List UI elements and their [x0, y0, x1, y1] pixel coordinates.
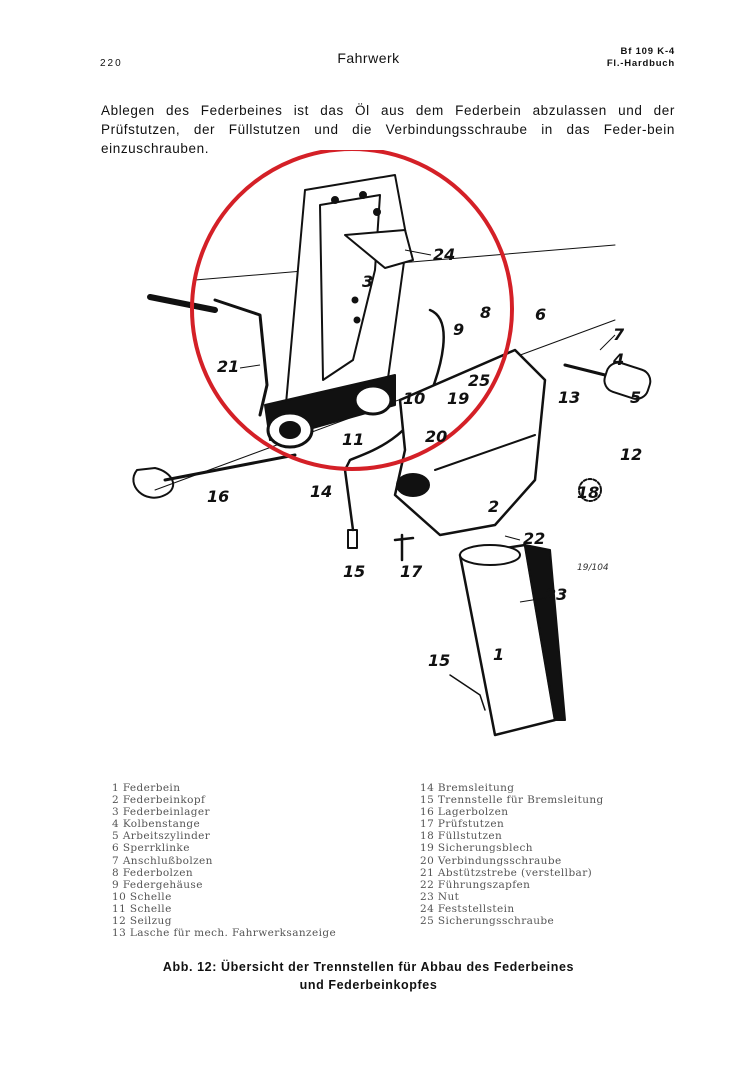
legend-item: 20 Verbindungsschraube: [420, 854, 562, 867]
figure-caption-line2: und Federbeinkopfes: [299, 978, 438, 992]
figure-caption: Abb. 12: Übersicht der Trennstellen für …: [0, 958, 737, 994]
lagerbolzen: [163, 453, 297, 482]
federbeinlager-inner: [319, 194, 381, 381]
callout-8: 8: [480, 303, 491, 322]
head-bore: [396, 473, 430, 497]
callout-18: 18: [577, 483, 599, 502]
legend-item: 22 Führungszapfen: [420, 878, 531, 891]
callout-25: 25: [468, 371, 490, 390]
callout-19: 19: [447, 389, 469, 408]
brake-connector-15: [347, 529, 358, 549]
figure-caption-line1: Abb. 12: Übersicht der Trennstellen für …: [162, 960, 575, 974]
callout-7: 7: [613, 325, 625, 344]
legend-right-column: 14 Bremsleitung 15 Trennstelle für Brems…: [420, 782, 680, 927]
callout-12: 12: [620, 445, 642, 464]
legend-item: 23 Nut: [420, 890, 460, 903]
callout-20: 20: [425, 427, 447, 446]
kolbenstange: [563, 363, 607, 377]
legend-item: 11 Schelle: [112, 902, 172, 915]
legend-item: 9 Federgehäuse: [112, 878, 203, 891]
callout-14: 14: [310, 482, 332, 501]
callout-16: 16: [207, 487, 229, 506]
highlight-circle: [190, 150, 514, 471]
callout-9: 9: [453, 320, 464, 339]
legend-item: 1 Federbein: [112, 782, 181, 794]
legend-item: 6 Sperrklinke: [112, 842, 190, 855]
document-id-line2: Fl.-Hardbuch: [606, 58, 675, 69]
abstuetzstrebe: [213, 298, 269, 417]
legend-item: 4 Kolbenstange: [112, 818, 201, 831]
callout-22: 22: [523, 529, 545, 548]
callout-5: 5: [630, 388, 641, 407]
legend-item: 13 Lasche für mech. Fahrwerksanzeige: [112, 927, 337, 940]
exploded-view-diagram: 24 3 8 6 7 9 4 21 25 5 10 19 13 11 20 12…: [132, 150, 652, 737]
legend-item: 3 Federbeinlager: [112, 806, 210, 819]
callout-13: 13: [558, 388, 580, 407]
legend-item: 18 Füllstutzen: [420, 830, 503, 843]
document-id: Bf 109 K-4 Fl.-Hardbuch: [607, 46, 675, 70]
callout-4: 4: [612, 350, 624, 369]
legend-item: 24 Feststellstein: [420, 902, 515, 915]
callout-3: 3: [362, 272, 373, 291]
legend-item: 14 Bremsleitung: [420, 782, 515, 794]
legend-left-column: 1 Federbein 2 Federbeinkopf 3 Federbeinl…: [112, 782, 392, 939]
callout-1: 1: [493, 645, 504, 664]
legend-item: 25 Sicherungsschraube: [420, 915, 555, 928]
callout-15-lower: 15: [428, 651, 450, 670]
legend-item: 17 Prüfstutzen: [420, 818, 505, 831]
callout-11: 11: [342, 430, 364, 449]
callout-23: 23: [545, 585, 567, 604]
callout-24: 24: [433, 245, 455, 264]
body-paragraph: Ablegen des Federbeines ist das Öl aus d…: [101, 103, 675, 156]
callout-17: 17: [400, 562, 423, 581]
feststellstein-block: [344, 229, 414, 269]
pruefstutzen-bolt: [393, 533, 415, 562]
drawing-number: 19/104: [577, 563, 609, 573]
callout-6: 6: [535, 305, 546, 324]
axle-end-right: [353, 384, 393, 416]
legend-item: 15 Trennstelle für Bremsleitung: [420, 794, 604, 807]
federbein-top: [459, 544, 521, 566]
document-id-line1: Bf 109 K-4: [620, 46, 675, 57]
fuellstutzen-gear: [578, 478, 602, 502]
arbeitszylinder: [603, 361, 652, 400]
legend-item: 8 Federbolzen: [112, 866, 194, 879]
legend-item: 7 Anschlußbolzen: [112, 854, 213, 867]
legend-item: 10 Schelle: [112, 890, 172, 903]
callout-10: 10: [403, 389, 425, 408]
cable-lever: [147, 294, 218, 313]
page-number: 220: [100, 58, 123, 69]
callout-2: 2: [488, 497, 499, 516]
callout-21: 21: [217, 357, 239, 376]
lagerbolzen-washer: [132, 467, 175, 499]
callout-15-upper: 15: [343, 562, 365, 581]
legend-item: 19 Sicherungsblech: [420, 842, 533, 855]
federbeinkopf: [393, 348, 547, 537]
legend-item: 16 Lagerbolzen: [420, 806, 509, 819]
legend-item: 2 Federbeinkopf: [112, 794, 206, 807]
federbein-shadow: [524, 544, 566, 721]
section-title: Fahrwerk: [337, 50, 400, 66]
brake-line-lower: [449, 674, 486, 711]
legend-item: 12 Seilzug: [112, 915, 172, 928]
legend-item: 5 Arbeitszylinder: [112, 830, 211, 843]
legend-item: 21 Abstützstrebe (verstellbar): [420, 866, 593, 879]
